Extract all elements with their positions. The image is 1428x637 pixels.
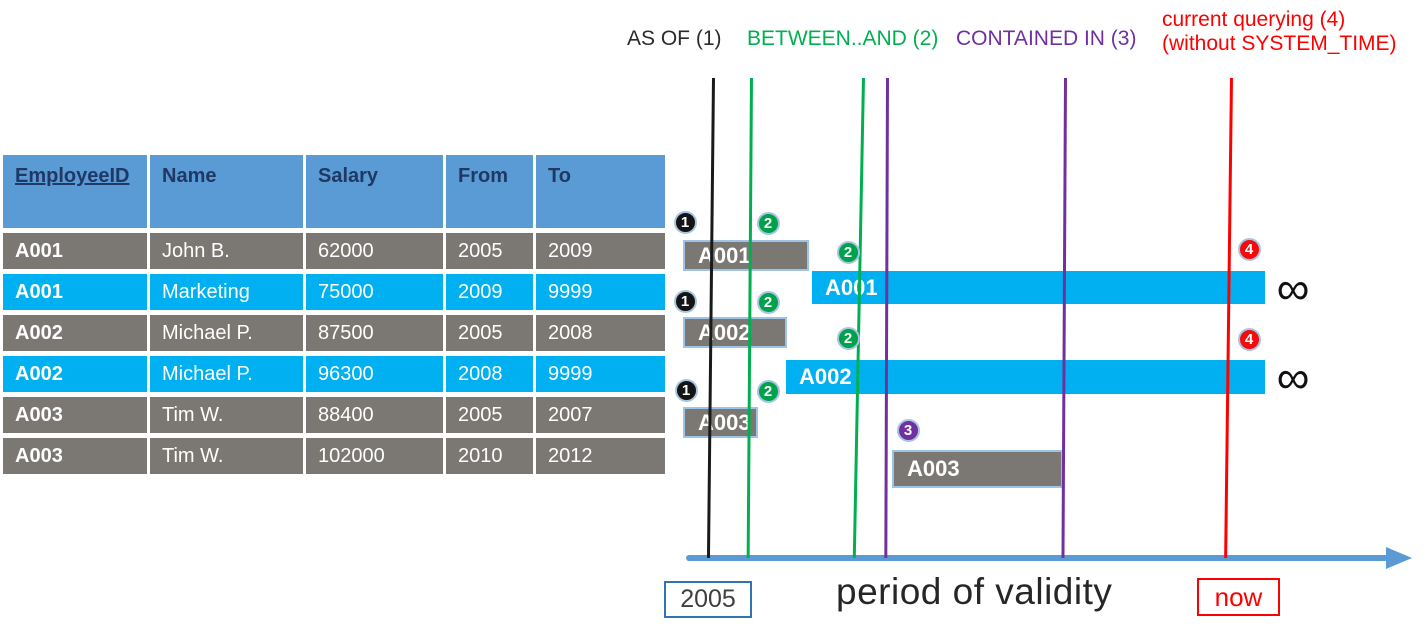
col-header-label: EmployeeID	[15, 165, 130, 187]
step-marker-3: 3	[896, 418, 920, 442]
step-marker-2: 2	[836, 240, 860, 264]
table-cell: Michael P.	[150, 356, 303, 392]
start-year-label: 2005	[680, 585, 736, 613]
contained-end-line	[1061, 77, 1067, 559]
step-marker-4: 4	[1237, 327, 1261, 351]
col-header-label: Salary	[318, 165, 379, 187]
bar-label: A003	[907, 456, 960, 481]
step-marker-2: 2	[836, 326, 860, 350]
table-cell: 2009	[446, 274, 533, 310]
time-axis	[686, 555, 1388, 561]
now-line	[1224, 77, 1233, 558]
table-cell: John B.	[150, 233, 303, 269]
col-header-label: Name	[162, 165, 217, 187]
now-label: now	[1214, 581, 1263, 612]
contained-start-line	[884, 77, 889, 559]
validity-bar-a001-gray: A001	[683, 240, 809, 271]
table-cell: 96300	[306, 356, 443, 392]
validity-bar-a001-cyan: A001	[812, 271, 1265, 304]
legend-current-line2: (without SYSTEM_TIME)	[1162, 32, 1397, 55]
table-cell: 9999	[536, 274, 665, 310]
table-cell: A003	[3, 397, 147, 433]
legend-current-line1: current querying (4)	[1162, 8, 1346, 31]
infinity-icon: ∞	[1276, 351, 1310, 403]
bar-label: A002	[799, 364, 852, 389]
bar-label: A001	[825, 274, 878, 300]
now-box: now	[1197, 578, 1280, 616]
bar-label: A001	[698, 242, 751, 268]
step-marker-1: 1	[674, 378, 698, 402]
table-cell: 2012	[536, 438, 665, 474]
table-cell: 62000	[306, 233, 443, 269]
table-cell: A003	[3, 438, 147, 474]
col-header-name: Name	[150, 155, 303, 228]
table-cell: A002	[3, 315, 147, 351]
legend-current-querying: current querying (4) (without SYSTEM_TIM…	[1162, 8, 1397, 56]
table-cell: 2005	[446, 233, 533, 269]
table-cell: 2008	[536, 315, 665, 351]
legend-as-of: AS OF (1)	[627, 27, 722, 50]
step-marker-2: 2	[756, 379, 780, 403]
table-cell: 87500	[306, 315, 443, 351]
between-end-line	[852, 77, 865, 558]
col-header-label: To	[548, 165, 571, 187]
validity-bar-a002-gray: A002	[683, 317, 787, 348]
step-marker-1: 1	[673, 210, 697, 234]
validity-bar-a002-cyan: A002	[786, 360, 1265, 394]
table-cell: Marketing	[150, 274, 303, 310]
time-axis-arrowhead-icon	[1386, 547, 1412, 569]
table-cell: 88400	[306, 397, 443, 433]
table-cell: 9999	[536, 356, 665, 392]
step-marker-2: 2	[756, 211, 780, 235]
table-cell: A001	[3, 233, 147, 269]
table-cell: Tim W.	[150, 438, 303, 474]
bar-label: A002	[698, 319, 751, 345]
axis-title: period of validity	[836, 571, 1113, 612]
table-cell: 2009	[536, 233, 665, 269]
table-cell: 75000	[306, 274, 443, 310]
table-cell: 2010	[446, 438, 533, 474]
table-header: EmployeeID Name Salary From To	[3, 155, 665, 228]
step-marker-2: 2	[756, 290, 780, 314]
col-header-to: To	[536, 155, 665, 228]
validity-bar-a003-gray: A003	[683, 407, 758, 438]
table-cell: 2008	[446, 356, 533, 392]
col-header-from: From	[446, 155, 533, 228]
table-cell: 102000	[306, 438, 443, 474]
bar-label: A003	[698, 409, 751, 435]
start-year-box: 2005	[664, 581, 752, 618]
table-cell: A001	[3, 274, 147, 310]
table-cell: 2007	[536, 397, 665, 433]
header-row: EmployeeID Name Salary From To	[3, 155, 665, 228]
step-marker-4: 4	[1237, 237, 1261, 261]
infinity-icon: ∞	[1276, 262, 1310, 314]
table-cell: Michael P.	[150, 315, 303, 351]
table-cell: A002	[3, 356, 147, 392]
table-cell: Tim W.	[150, 397, 303, 433]
table-cell: 2005	[446, 315, 533, 351]
col-header-salary: Salary	[306, 155, 443, 228]
legend-contained-in: CONTAINED IN (3)	[956, 27, 1137, 50]
legend-between-and: BETWEEN..AND (2)	[747, 27, 939, 50]
col-header-employeeid: EmployeeID	[3, 155, 147, 228]
col-header-label: From	[458, 165, 508, 187]
step-marker-1: 1	[673, 289, 697, 313]
table-cell: 2005	[446, 397, 533, 433]
validity-bar-a003-gray: A003	[892, 450, 1063, 488]
